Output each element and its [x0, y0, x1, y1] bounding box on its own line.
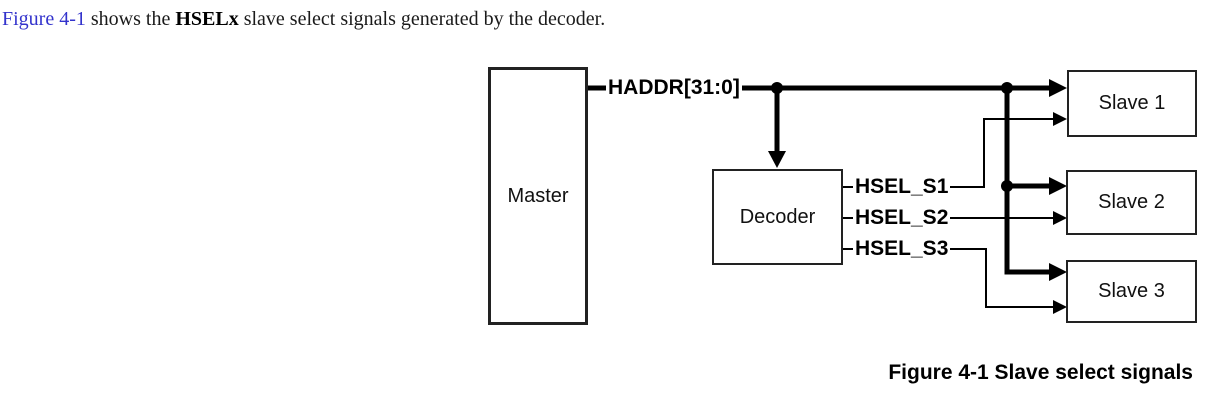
master-block: Master [488, 67, 588, 325]
master-label: Master [507, 184, 569, 207]
junction-dot [771, 82, 783, 94]
hsel-s2-signal-label: HSEL_S2 [853, 206, 951, 229]
decoder-label: Decoder [739, 205, 816, 228]
slave2-label: Slave 2 [1098, 191, 1165, 213]
figure-link[interactable]: Figure 4-1 [2, 8, 86, 30]
haddr-trunk-line [1004, 88, 1051, 275]
junction-dot [1001, 180, 1013, 192]
intro-text-mid: shows the [85, 8, 176, 30]
arrow-hsel-slave2-icon [1053, 211, 1067, 225]
decoder-block: Decoder [712, 169, 843, 265]
haddr-signal-label: HADDR[31:0] [606, 76, 742, 99]
slave3-block: Slave 3 [1066, 260, 1197, 323]
arrow-hsel-slave3-icon [1053, 300, 1067, 314]
hsel-s1-signal-label: HSEL_S1 [853, 175, 951, 198]
hsel-s3-signal-label: HSEL_S3 [853, 237, 951, 260]
arrow-haddr-slave2-icon [1049, 177, 1067, 195]
arrow-haddr-slave1-icon [1049, 79, 1067, 97]
figure-caption: Figure 4-1 Slave select signals [888, 361, 1193, 384]
arrow-down-decoder-icon [768, 151, 786, 168]
arrow-hsel-slave1-icon [1053, 112, 1067, 126]
intro-sentence: Figure 4-1 shows the HSELx slave select … [2, 6, 605, 32]
slave3-label: Slave 3 [1098, 280, 1165, 302]
slave1-label: Slave 1 [1098, 92, 1166, 114]
slave1-block: Slave 1 [1067, 70, 1197, 137]
intro-text-rest: slave select signals generated by the de… [238, 8, 606, 30]
slave2-block: Slave 2 [1066, 170, 1197, 235]
junction-dot [1001, 82, 1013, 94]
arrow-haddr-slave3-icon [1049, 263, 1067, 281]
intro-bold-term: HSELx [175, 8, 239, 30]
